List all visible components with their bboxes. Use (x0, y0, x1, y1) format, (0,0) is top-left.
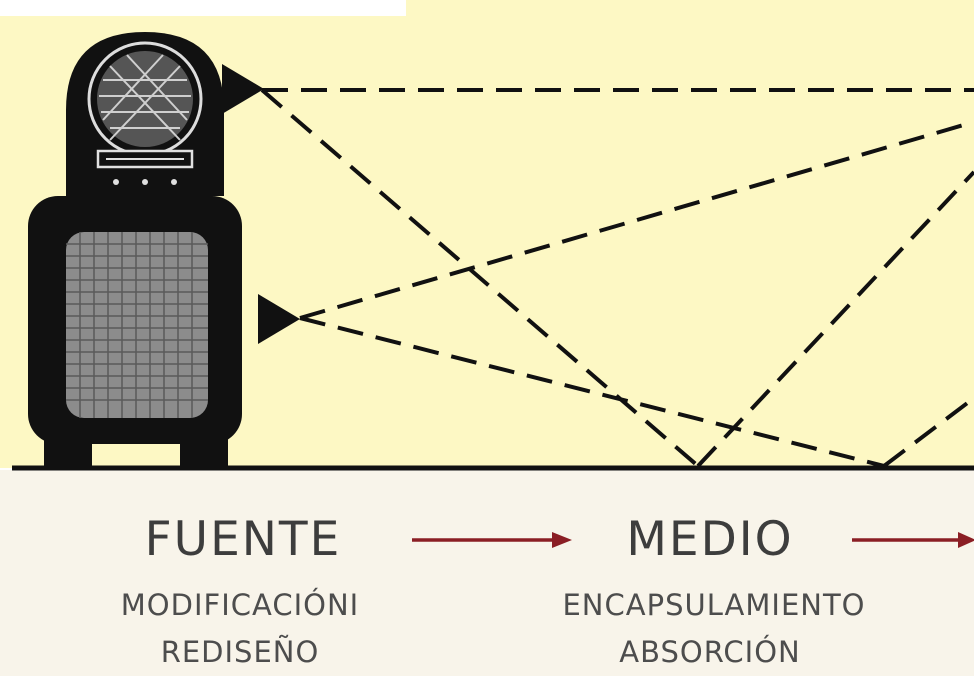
sound-paths (260, 88, 974, 468)
path-floor-reflection-2 (882, 396, 974, 468)
speaker-grille (66, 232, 208, 418)
path-bottom-to-floor (299, 316, 885, 468)
stage-title-fuente: FUENTE (144, 512, 342, 567)
stage-line2-medio: ABSORCIÓN (619, 635, 801, 669)
speaker-foot-right (180, 438, 228, 468)
speaker-foot-left (44, 438, 92, 468)
stage-line1-medio: ENCAPSULAMIENTO (562, 588, 866, 622)
lower-background (0, 470, 974, 676)
flow-arrow-1 (412, 532, 572, 548)
speaker-triangle-icon (222, 64, 264, 114)
flow-arrow-2 (852, 532, 974, 548)
stage-title-medio: MEDIO (626, 512, 794, 567)
top-white-patch (0, 0, 406, 16)
speaker-triangle-icon (258, 294, 300, 344)
path-floor-reflection-1 (696, 170, 974, 468)
stage-line1-fuente: MODIFICACIÓNI (120, 588, 360, 622)
stage-line2-fuente: REDISEÑO (160, 635, 320, 669)
radio-speaker-icon (28, 32, 242, 468)
path-top-to-floor (260, 88, 700, 468)
